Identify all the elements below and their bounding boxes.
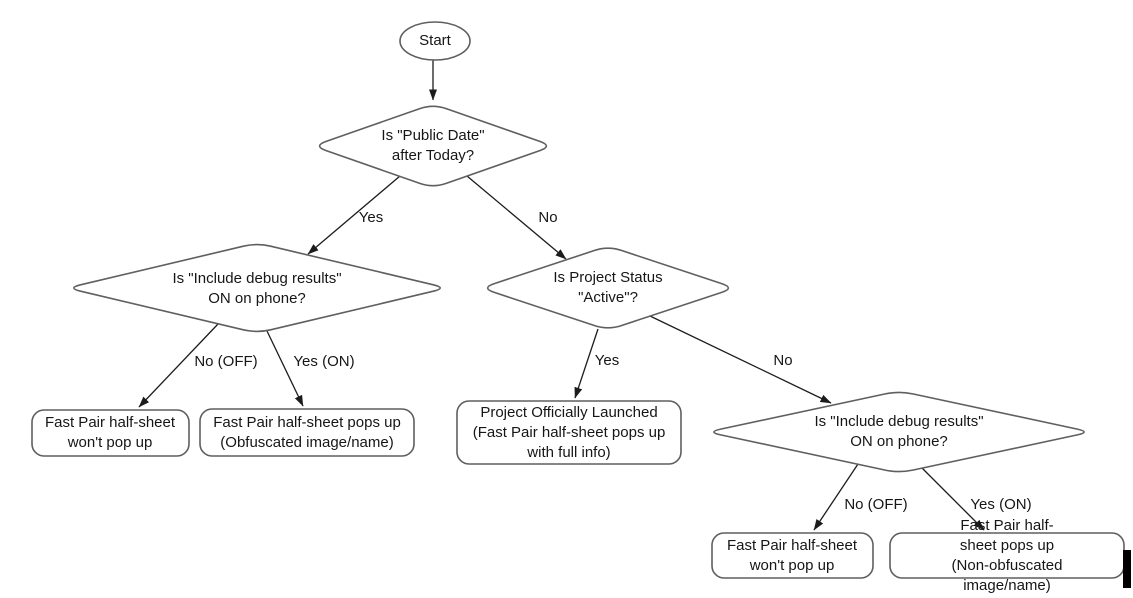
edge-label-debug-left-yes: Yes (ON)	[293, 353, 355, 370]
decision-debug-left-label: Is "Include debug results" ON on phone?	[172, 270, 342, 307]
decision-debug-right-shape	[713, 391, 1085, 473]
result-launched-shape	[456, 400, 682, 465]
edge-project-status-yes	[574, 328, 599, 399]
result-no-popup-right-shape	[711, 532, 874, 579]
decision-project-status-shape	[486, 247, 730, 329]
edge-debug-left-no	[138, 323, 219, 408]
decision-project-status-label: Is Project Status "Active"?	[553, 269, 663, 306]
start-node-label: Start	[419, 32, 451, 49]
result-obfuscated-label: Fast Pair half-sheet pops up (Obfuscated…	[213, 414, 401, 451]
result-no-popup-left-shape	[31, 409, 190, 457]
edge-public-date-yes	[307, 175, 401, 255]
edge-label-public-date-yes: Yes	[358, 209, 384, 226]
edge-debug-right-no	[813, 463, 859, 531]
result-non-obfuscated-label: Fast Pair half-sheet pops up (Non-obfusc…	[951, 517, 1063, 594]
result-no-popup-right-label: Fast Pair half-sheet won't pop up	[726, 537, 858, 574]
edge-label-project-status-no: No	[773, 352, 793, 369]
edge-label-debug-right-no: No (OFF)	[844, 496, 908, 513]
edge-label-public-date-no: No	[538, 209, 558, 226]
decision-public-date-shape	[318, 105, 548, 187]
result-launched-label: Project Officially Launched (Fast Pair h…	[472, 404, 666, 461]
cursor-bar-artifact	[1123, 550, 1131, 588]
edge-label-debug-right-yes: Yes (ON)	[970, 496, 1032, 513]
edge-label-debug-left-no: No (OFF)	[194, 353, 258, 370]
decision-debug-left-shape	[73, 243, 441, 333]
decision-public-date-label: Is "Public Date" after Today?	[381, 127, 485, 164]
edge-project-status-no	[649, 315, 832, 404]
edge-label-project-status-yes: Yes	[594, 352, 620, 369]
result-no-popup-left-label: Fast Pair half-sheet won't pop up	[44, 414, 176, 451]
edge-debug-left-yes	[266, 330, 304, 407]
result-obfuscated-shape	[199, 408, 415, 457]
decision-debug-right-label: Is "Include debug results" ON on phone?	[814, 413, 984, 450]
edge-public-date-no	[466, 175, 567, 260]
edge-debug-right-yes	[921, 467, 985, 531]
start-node-shape	[399, 21, 471, 61]
